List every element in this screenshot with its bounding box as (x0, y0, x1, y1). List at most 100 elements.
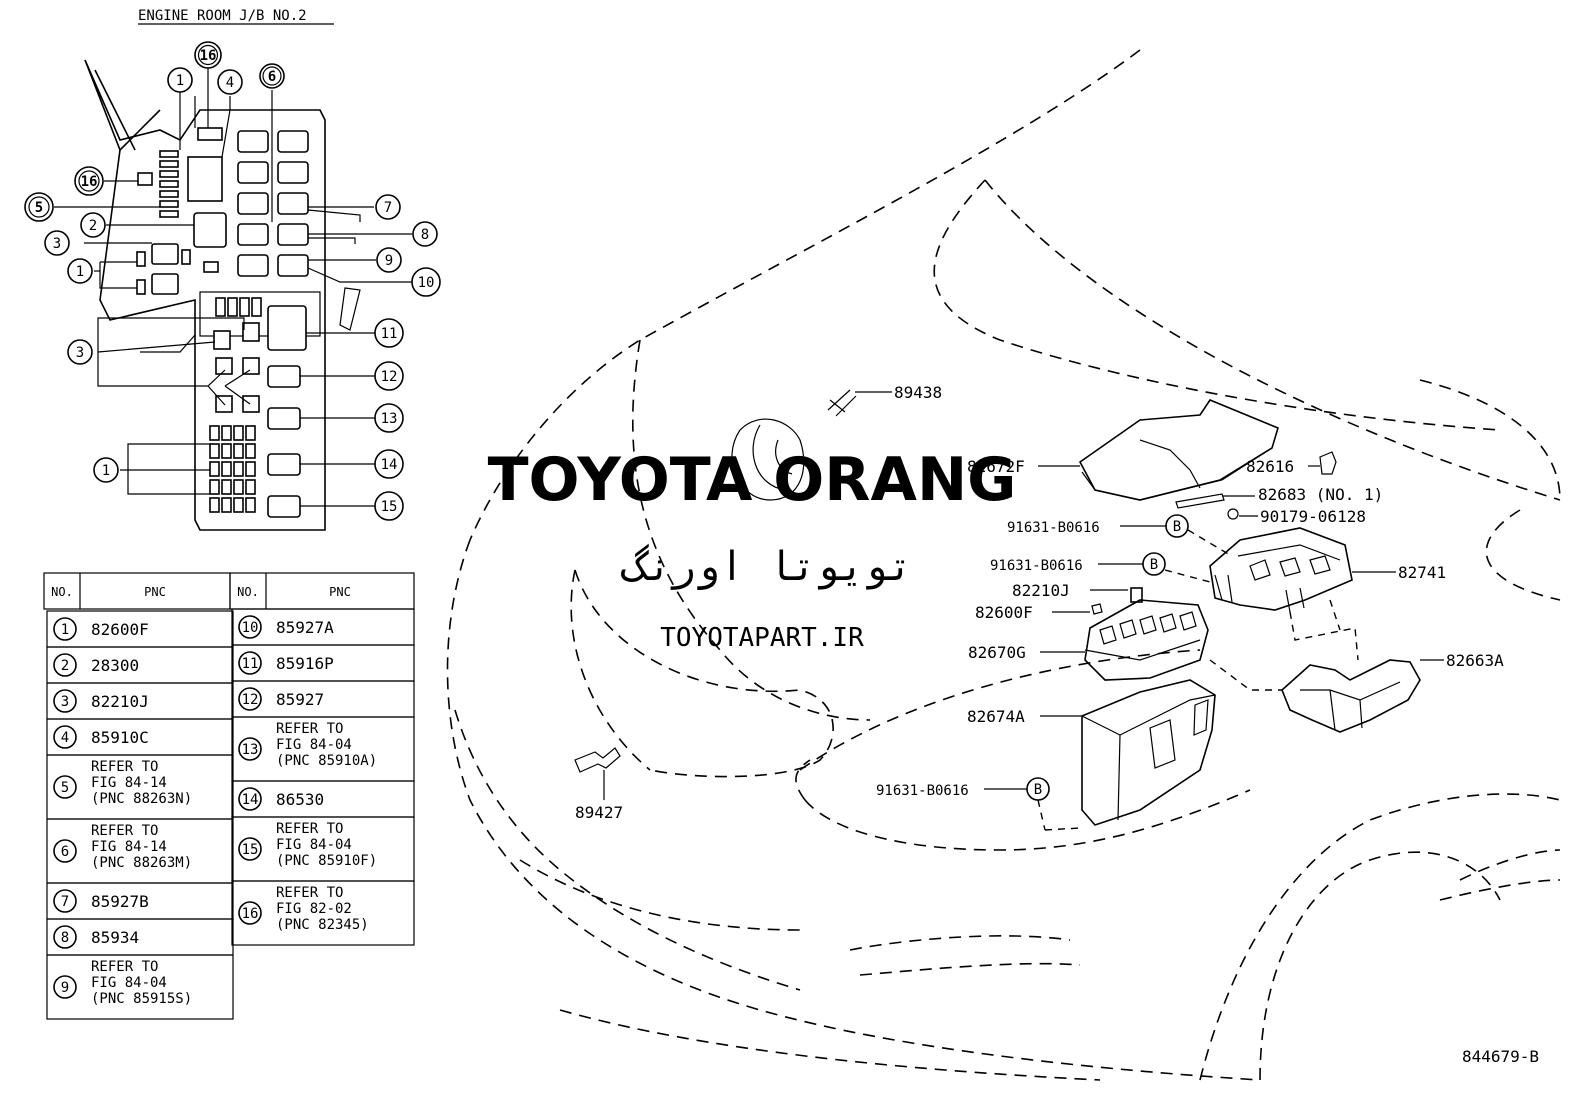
callout-1a: 1 (167, 67, 193, 93)
label-89427: 89427 (575, 803, 623, 822)
svg-text:1: 1 (76, 264, 84, 280)
table-callout-16 (238, 901, 262, 925)
table-header-pnc-left: PNC (144, 585, 166, 599)
table-callout-10 (238, 615, 262, 639)
table-callout-8 (53, 925, 77, 949)
callout-5: 5 (24, 192, 54, 222)
label-91631-b: 91631-B0616 (990, 558, 1083, 574)
table-no-9: 9 (61, 980, 69, 996)
table-callout-7 (53, 889, 77, 913)
table-callout-9 (53, 975, 77, 999)
junction-block-detail (84, 59, 361, 531)
watermark-brand: TOYOTA ORANG (488, 445, 1017, 515)
table-no-14: 14 (242, 792, 259, 808)
label-82670g: 82670G (968, 643, 1026, 662)
table-no-12: 12 (242, 692, 259, 708)
svg-text:B: B (1150, 557, 1158, 573)
table-pnc-14: 86530 (276, 790, 324, 809)
bolt-ref-b-1: B 91631-B0616 (1007, 514, 1231, 556)
table-row-left-9 (46, 954, 234, 1020)
fuse-82600f: 82600F (975, 603, 1103, 622)
table-ref-16-line2: FIG 82-02 (276, 901, 352, 917)
callout-10: 10 (411, 267, 441, 297)
table-callout-13 (238, 737, 262, 761)
diagram-title: ENGINE ROOM J/B NO.2 (138, 8, 307, 24)
table-no-15: 15 (242, 842, 259, 858)
table-ref-5-line2: FIG 84-14 (91, 775, 167, 791)
table-ref-15-line3: (PNC 85910F) (276, 853, 377, 869)
svg-text:3: 3 (53, 236, 61, 252)
svg-text:2: 2 (89, 218, 97, 234)
callout-1b: 1 (67, 258, 93, 284)
sensor-89438: 89438 (731, 383, 942, 501)
svg-text:1: 1 (176, 73, 184, 89)
table-no-13: 13 (242, 742, 259, 758)
callout-15: 15 (374, 491, 404, 521)
table-no-2: 2 (61, 658, 69, 674)
table-no-1: 1 (61, 622, 69, 638)
svg-text:4: 4 (226, 75, 234, 91)
table-ref-6-line3: (PNC 88263M) (91, 855, 192, 871)
svg-text:14: 14 (381, 457, 398, 473)
table-ref-13-line1: REFER TO (276, 721, 343, 737)
callout-3b: 3 (67, 339, 93, 365)
callout-3a: 3 (44, 230, 70, 256)
table-no-8: 8 (61, 930, 69, 946)
cover-82672f: 82672F (967, 399, 1279, 501)
svg-text:15: 15 (381, 499, 398, 515)
table-ref-9-line3: (PNC 85915S) (91, 991, 192, 1007)
bracket-82663a: 82663A (1281, 651, 1504, 733)
table-callout-11 (238, 651, 262, 675)
callout-13: 13 (374, 403, 404, 433)
svg-text:B: B (1034, 782, 1042, 798)
svg-text:13: 13 (381, 411, 398, 427)
table-ref-5-line1: REFER TO (91, 759, 158, 775)
table-ref-16-line1: REFER TO (276, 885, 343, 901)
svg-text:9: 9 (385, 253, 393, 269)
table-ref-9-line1: REFER TO (91, 959, 158, 975)
table-pnc-8: 85934 (91, 928, 139, 947)
table-header-no-right: NO. (237, 585, 259, 599)
table-ref-16-line3: (PNC 82345) (276, 917, 369, 933)
label-82616: 82616 (1246, 457, 1294, 476)
table-ref-13-line2: FIG 84-04 (276, 737, 352, 753)
table-no-11: 11 (242, 656, 259, 672)
svg-text:10: 10 (418, 275, 435, 291)
table-callout-1 (53, 617, 77, 641)
watermark-website: TOYOTAPART.IR (660, 623, 864, 653)
svg-text:12: 12 (381, 369, 398, 385)
assembly-alignment-lines (1209, 599, 1359, 691)
label-82683: 82683 (NO. 1) (1258, 485, 1383, 504)
sensor-89427: 89427 (574, 747, 623, 822)
label-82741: 82741 (1398, 563, 1446, 582)
label-82663a: 82663A (1446, 651, 1504, 670)
table-no-4: 4 (61, 730, 69, 746)
table-header-no-left: NO. (51, 585, 73, 599)
callout-11: 11 (374, 318, 404, 348)
car-outline (446, 49, 1561, 1081)
table-callout-3 (53, 689, 77, 713)
svg-text:6: 6 (268, 69, 276, 85)
table-ref-5-line3: (PNC 88263N) (91, 791, 192, 807)
block-82670g: 82670G (968, 599, 1209, 681)
label-82210j: 82210J (1012, 581, 1070, 600)
svg-text:16: 16 (200, 48, 217, 64)
table-callout-5 (53, 775, 77, 799)
callout-8: 8 (412, 221, 438, 247)
svg-text:5: 5 (35, 200, 43, 216)
svg-text:8: 8 (421, 227, 429, 243)
case-82674a: 82674A (967, 679, 1216, 826)
table-no-5: 5 (61, 780, 69, 796)
callout-4: 4 (217, 69, 243, 95)
table-row-right-16 (231, 880, 415, 946)
table-callout-4 (53, 725, 77, 749)
callout-1c: 1 (93, 457, 119, 483)
callout-14: 14 (374, 449, 404, 479)
table-pnc-12: 85927 (276, 690, 324, 709)
bracket-82741: 82741 (1209, 527, 1446, 613)
